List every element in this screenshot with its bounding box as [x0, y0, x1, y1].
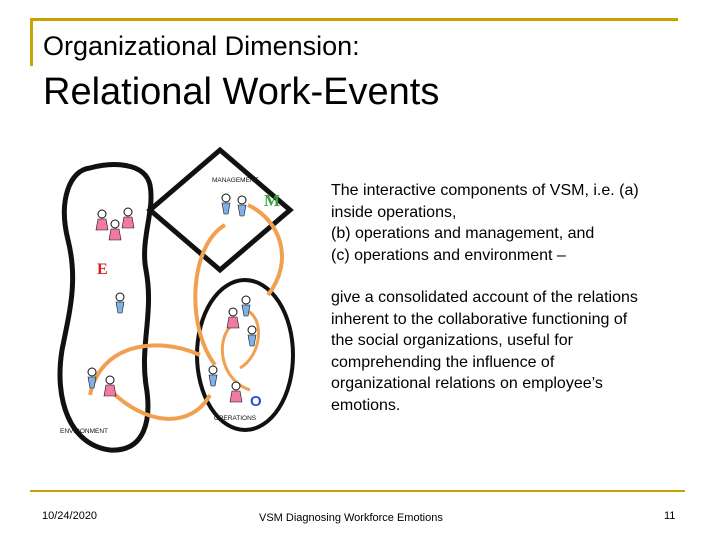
title-frame-left: [30, 18, 33, 66]
person-figure-management-1: [221, 193, 231, 215]
person-figure-environment-4: [115, 292, 125, 314]
person-figure-environment-3: [121, 207, 135, 229]
page-number: 11: [664, 510, 676, 522]
environment-blob: [57, 162, 154, 453]
body-line: organizational relations on employee’s: [331, 375, 603, 392]
arrow-operations-inside-2: [239, 308, 260, 370]
body-line: inherent to the collaborative functionin…: [331, 310, 628, 328]
environment-label: ENVIRONMENT: [60, 428, 108, 435]
person-figure-environment-1: [95, 209, 109, 231]
title-frame-top: [30, 18, 678, 21]
person-figure-operations-4: [208, 365, 218, 387]
person-figure-management-2: [237, 195, 247, 217]
e-letter: E: [97, 261, 108, 278]
slide-title: Relational Work-Events: [43, 71, 440, 113]
arrow-operations-management: [247, 203, 284, 297]
arrow-operations-environment: [108, 388, 212, 421]
footer-rule: [30, 490, 685, 492]
arrow-operations-inside-1: [220, 323, 251, 392]
person-figure-operations-3: [247, 325, 257, 347]
m-letter: M: [264, 191, 280, 210]
body-line: (c) operations and environment –: [331, 246, 566, 264]
footer-date: 10/24/2020: [42, 510, 98, 522]
vsm-diagram: MANAGEMENT M E ENVIRONMENT OPERATIONS O: [57, 146, 295, 453]
body-line: emotions.: [331, 396, 401, 414]
operations-label: OPERATIONS: [214, 415, 257, 422]
body-line: (b) operations and management, and: [331, 225, 595, 242]
body-line: The interactive components of VSM, i.e. …: [331, 182, 639, 199]
management-diamond: [146, 146, 294, 274]
body-line: the social organizations, useful for: [331, 332, 573, 349]
body-line: inside operations,: [331, 203, 457, 221]
person-figure-operations-1: [241, 295, 251, 317]
body-line: comprehending the influence of: [331, 353, 555, 371]
arrow-management-operations: [193, 223, 227, 367]
person-figure-operations-2: [226, 307, 240, 329]
body-paragraph-2: give a consolidated account of the relat…: [331, 287, 691, 416]
body-line: give a consolidated account of the relat…: [331, 289, 638, 306]
person-figure-environment-6: [103, 375, 117, 397]
footer-title: VSM Diagnosing Workforce Emotions: [259, 512, 443, 524]
body-paragraph-1: The interactive components of VSM, i.e. …: [331, 180, 691, 266]
slide-subtitle: Organizational Dimension:: [43, 31, 360, 61]
person-figure-environment-2: [108, 219, 122, 241]
person-figure-environment-5: [87, 367, 97, 389]
management-label: MANAGEMENT: [212, 177, 259, 184]
person-figure-operations-5: [229, 381, 243, 403]
o-letter: O: [250, 393, 262, 410]
body-text: The interactive components of VSM, i.e. …: [331, 180, 691, 416]
